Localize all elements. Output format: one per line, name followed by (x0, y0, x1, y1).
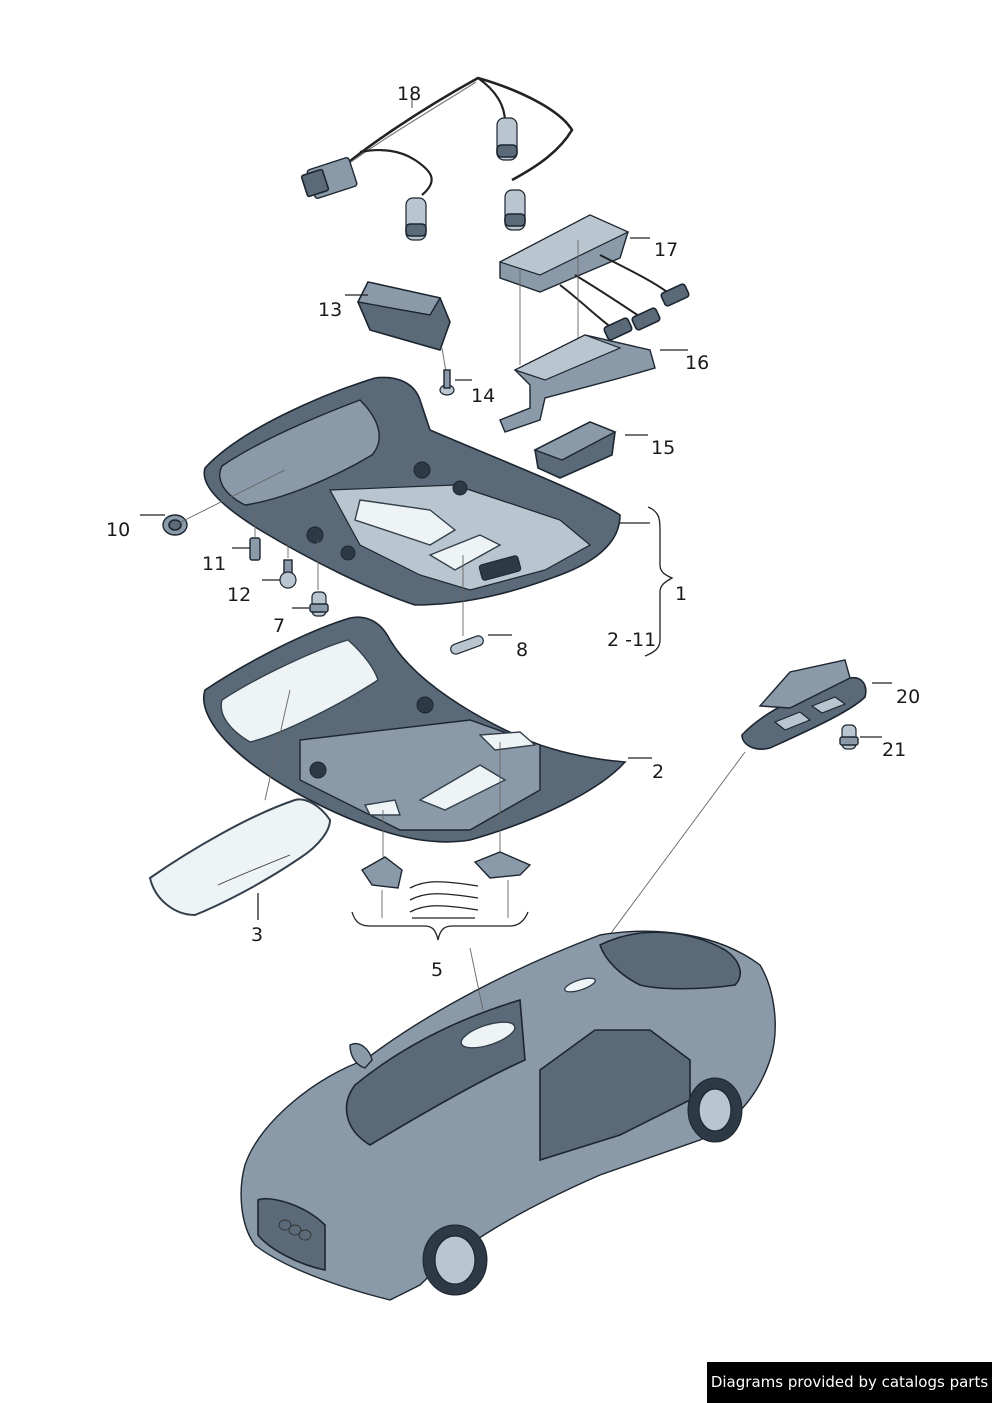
part-21-bulb (839, 724, 859, 750)
part-17-control-module (498, 214, 690, 365)
callout-16: 16 (685, 352, 709, 374)
part-11-clip (249, 537, 261, 561)
callout-21: 21 (882, 739, 906, 761)
part-2-headliner-panel (203, 616, 627, 843)
callout-15: 15 (651, 437, 675, 459)
leader-lines (140, 237, 892, 941)
callout-20: 20 (896, 686, 920, 708)
callout-18: 18 (397, 83, 421, 105)
part-12-screw (279, 559, 297, 589)
callout-12: 12 (227, 584, 251, 606)
part-3-glass-panel (148, 798, 332, 917)
callout-13: 13 (318, 299, 342, 321)
callout-labels: 18 17 13 16 14 15 10 11 12 1 7 2 -11 8 2… (106, 83, 920, 981)
part-1-roof-console (203, 376, 621, 606)
callout-14: 14 (471, 385, 495, 407)
callout-11: 11 (202, 553, 226, 575)
part-5-lens-set (360, 851, 532, 919)
part-20-light-unit (741, 659, 867, 750)
callout-3: 3 (251, 924, 263, 946)
part-16-bracket (499, 334, 656, 433)
part-15-switch-unit (533, 421, 617, 479)
part-13-light-unit (356, 281, 451, 373)
part-14-screw (439, 369, 455, 396)
callout-1: 1 (675, 583, 687, 605)
callout-7: 7 (273, 615, 285, 637)
callout-2: 2 (652, 761, 664, 783)
vehicle-illustration (240, 930, 776, 1301)
callout-8: 8 (516, 639, 528, 661)
callout-5: 5 (431, 959, 443, 981)
part-18-wiring-harness (300, 76, 574, 241)
credit-banner: Diagrams provided by catalogs parts (707, 1362, 992, 1403)
callout-17: 17 (654, 239, 678, 261)
part-7-bulb (309, 591, 329, 617)
callout-10: 10 (106, 519, 130, 541)
callout-2-11: 2 -11 (607, 629, 656, 651)
part-8-festoon-bulb (450, 635, 484, 655)
